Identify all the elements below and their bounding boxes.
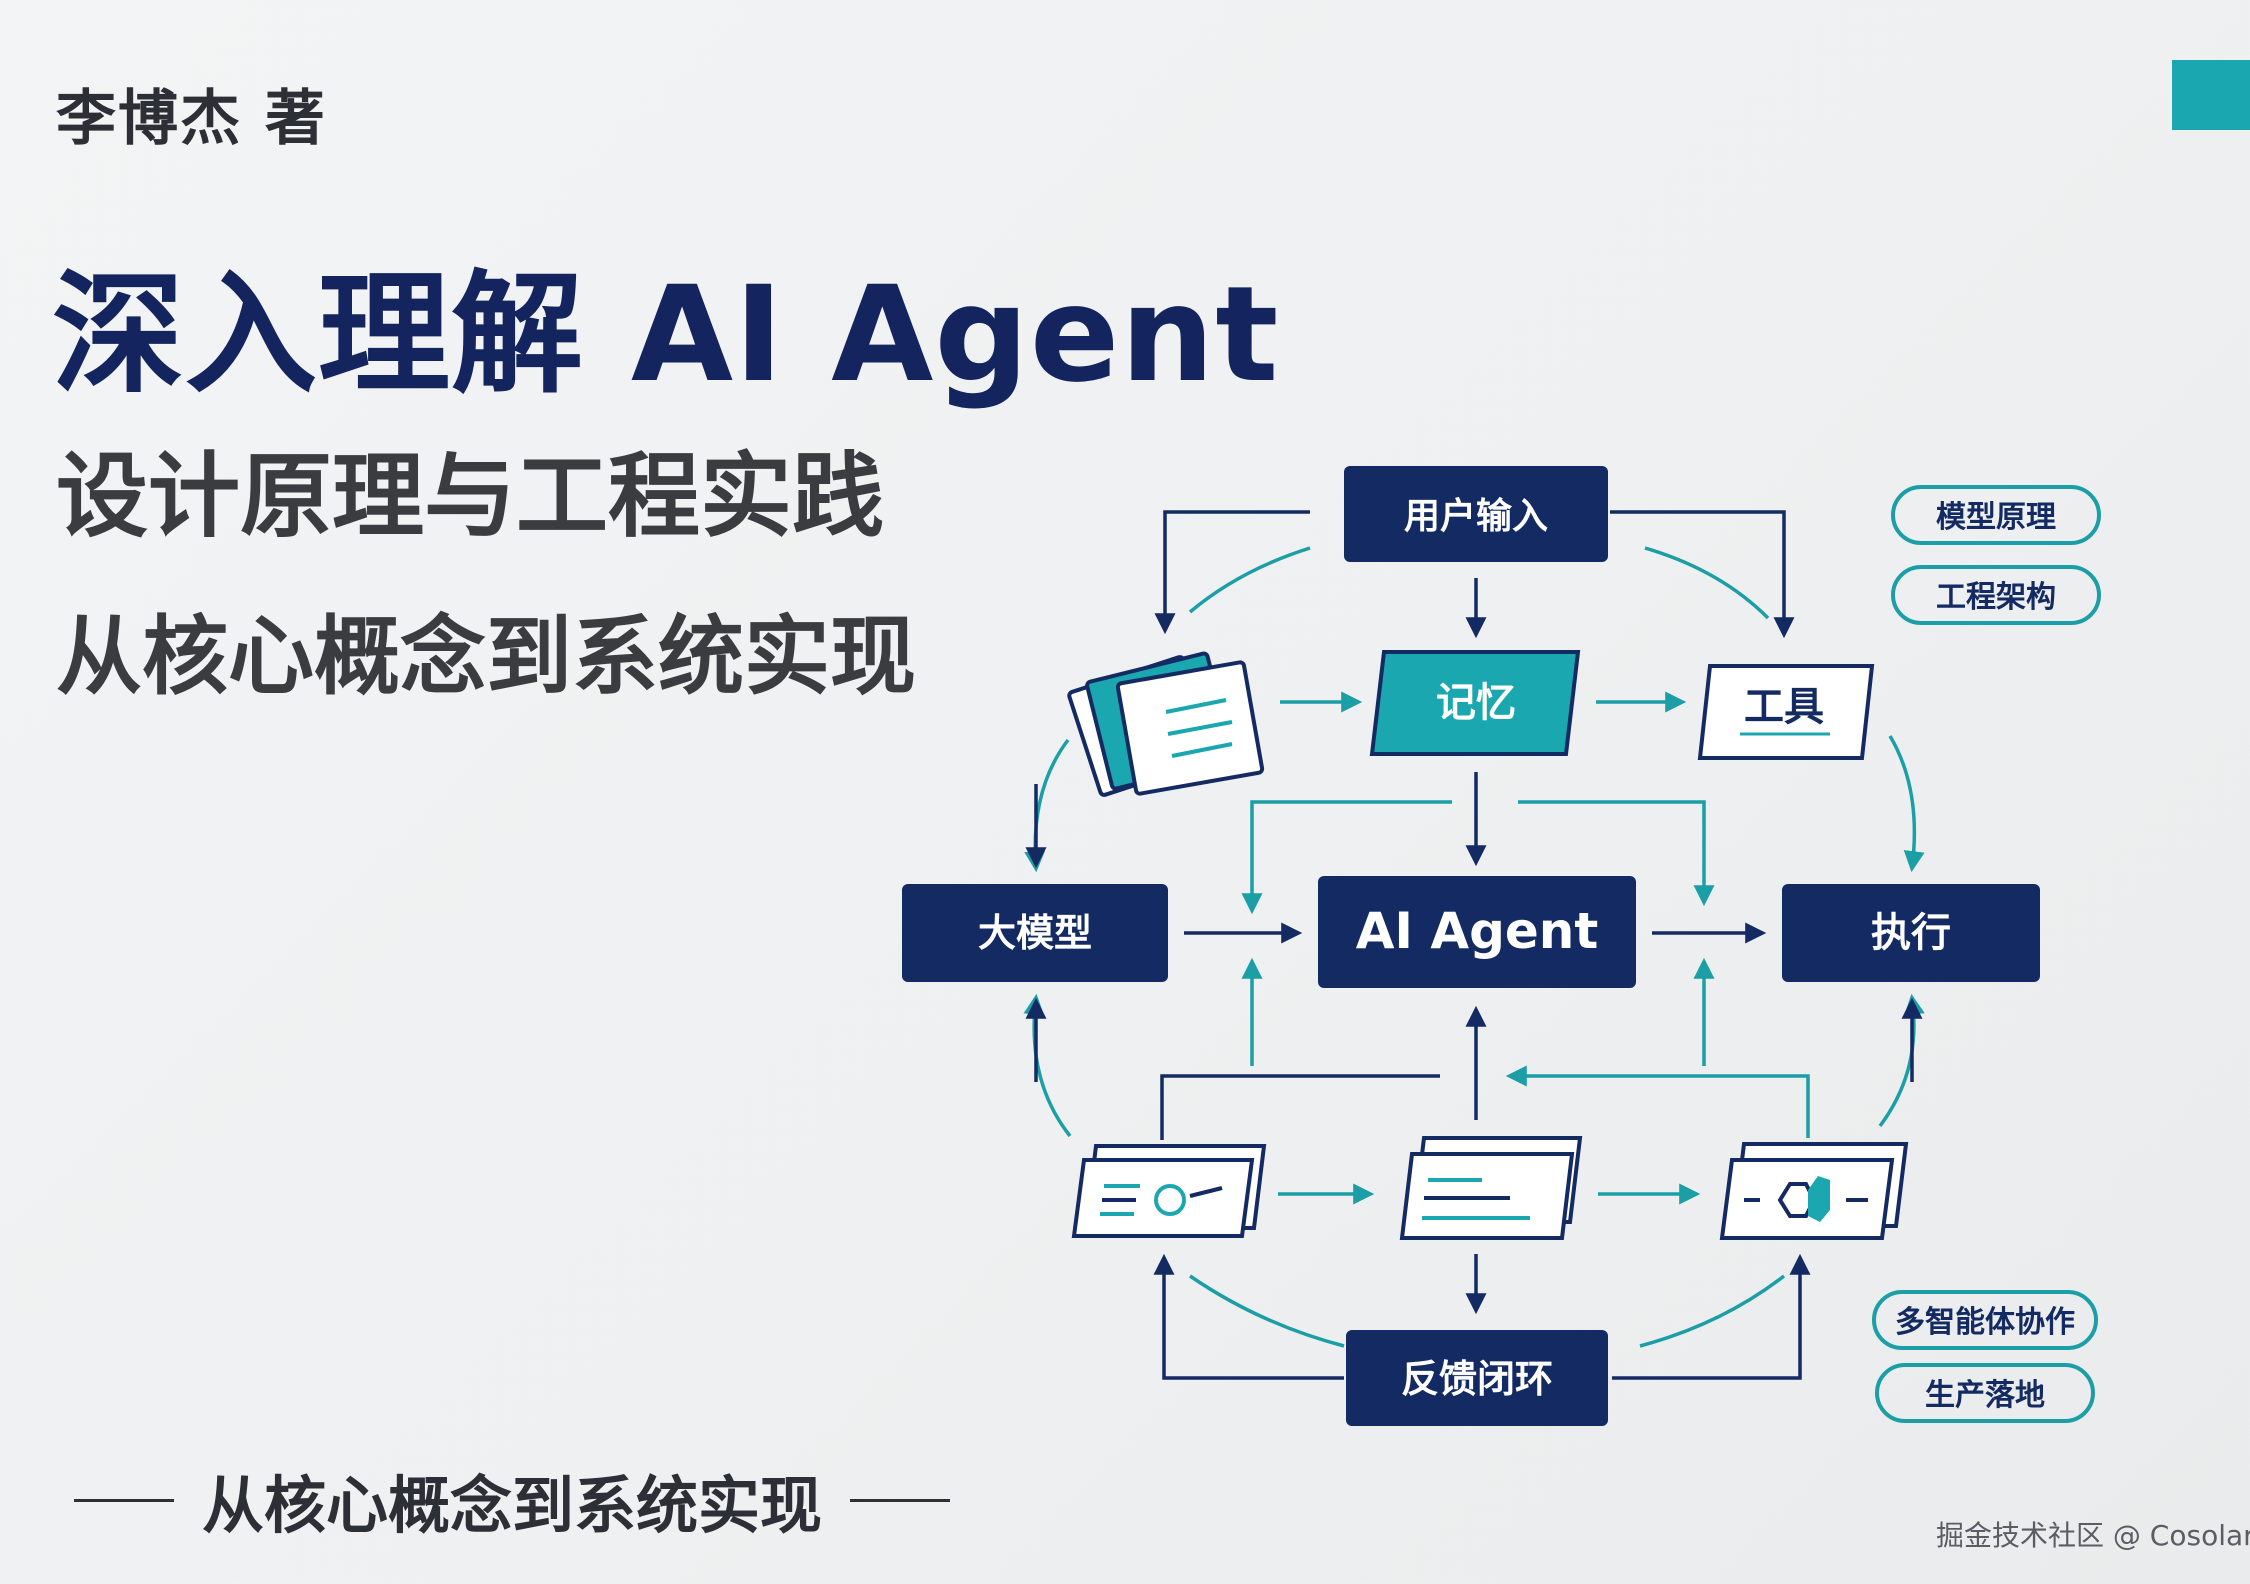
footer-tagline: 从核心概念到系统实现 bbox=[74, 1455, 951, 1545]
book-title: 深入理解 AI Agent bbox=[52, 258, 1280, 412]
arrow-feedback-to-panel1 bbox=[1153, 1253, 1344, 1380]
box-tool-label: 工具 bbox=[1744, 684, 1824, 730]
arrow-input-to-tool bbox=[1610, 510, 1795, 639]
tag-pill-1-label: 模型原理 bbox=[1936, 500, 2056, 535]
tag-pill-3 bbox=[1872, 1290, 2098, 1350]
watermark: 掘金技术社区 @ Cosolar bbox=[1936, 1519, 2250, 1552]
tag-pill-1 bbox=[1891, 485, 2101, 545]
arrow-input-to-docs bbox=[1154, 510, 1310, 635]
footer-dash-left bbox=[74, 1498, 174, 1502]
panel-network-icon bbox=[1719, 1142, 1909, 1240]
author: 李博杰 著 bbox=[56, 84, 327, 154]
footer-dash-right bbox=[850, 1498, 951, 1502]
footer-text: 从核心概念到系统实现 bbox=[202, 1469, 823, 1542]
subtitle-primary: 设计原理与工程实践 bbox=[56, 443, 885, 550]
tag-pill-4 bbox=[1875, 1363, 2095, 1423]
box-large-model-label: 大模型 bbox=[978, 911, 1092, 955]
box-feedback-loop-label: 反馈闭环 bbox=[1401, 1357, 1553, 1401]
tag-pill-2-label: 工程架构 bbox=[1936, 580, 2056, 615]
teal-accent-bar bbox=[2172, 60, 2250, 130]
box-memory-label: 记忆 bbox=[1436, 680, 1516, 726]
box-ai-agent-label: AI Agent bbox=[1356, 902, 1599, 960]
document-stack-icon bbox=[1067, 651, 1265, 797]
box-user-input-label: 用户输入 bbox=[1404, 496, 1548, 537]
panel-process-icon bbox=[1071, 1144, 1267, 1238]
box-large-model bbox=[902, 884, 1168, 982]
subtitle-secondary: 从核心概念到系统实现 bbox=[56, 607, 916, 707]
box-execute-label: 执行 bbox=[1871, 910, 1951, 956]
box-memory bbox=[1369, 650, 1581, 756]
panel-document-icon bbox=[1399, 1136, 1583, 1240]
tag-pill-4-label: 生产落地 bbox=[1925, 1378, 2045, 1413]
arrow-feedback-to-panel3 bbox=[1612, 1253, 1811, 1380]
box-ai-agent bbox=[1318, 876, 1636, 988]
box-execute bbox=[1782, 884, 2040, 982]
tag-pill-2 bbox=[1891, 565, 2101, 625]
box-user-input bbox=[1344, 466, 1608, 562]
box-feedback-loop bbox=[1346, 1330, 1608, 1426]
tag-pill-3-label: 多智能体协作 bbox=[1895, 1305, 2075, 1340]
